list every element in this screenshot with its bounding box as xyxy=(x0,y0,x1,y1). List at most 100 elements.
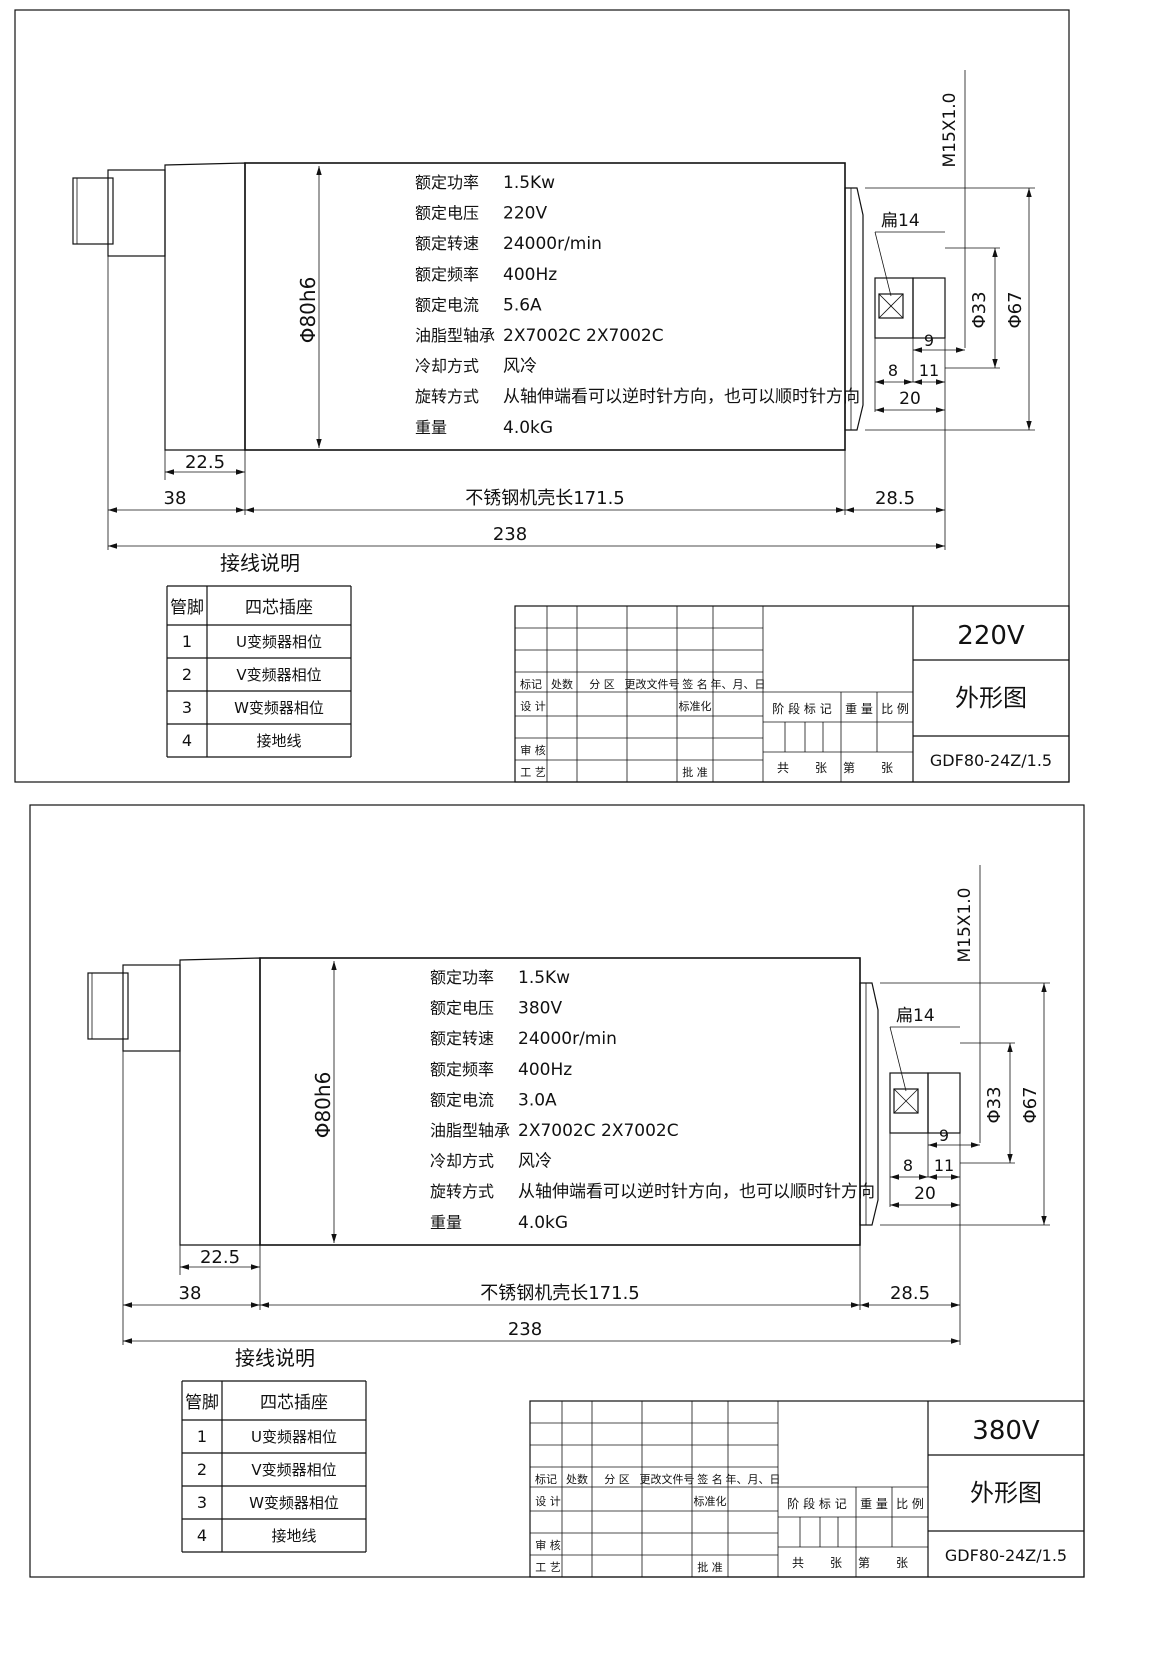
connector-plug xyxy=(87,972,129,1040)
tb-no: 第 xyxy=(858,1556,870,1570)
tb-change-doc: 更改文件号 xyxy=(625,677,680,691)
tb-weight: 重 量 xyxy=(860,1497,888,1511)
title-block xyxy=(529,1400,1085,1578)
flat-symbol xyxy=(878,293,904,319)
spec-label: 旋转方式 xyxy=(430,1182,494,1201)
spec-label: 额定电流 xyxy=(415,295,479,314)
wiring-pin: 1 xyxy=(182,632,192,651)
tb-process: 工 艺 xyxy=(535,1561,561,1574)
shaft-flat-section xyxy=(889,1072,929,1134)
spec-value: 380V xyxy=(518,999,562,1019)
wiring-header-pin: 管脚 xyxy=(170,598,204,618)
spec-label: 额定功率 xyxy=(415,173,479,192)
tb-scale: 比 例 xyxy=(896,1497,924,1511)
spec-value: 4.0kG xyxy=(503,418,553,438)
tb-review: 审 核 xyxy=(520,743,546,757)
dim-label-22-5: 22.5 xyxy=(185,452,225,473)
dim-label-28-5: 28.5 xyxy=(875,488,915,509)
dim-label-phi33: Φ33 xyxy=(969,291,990,328)
tb-no: 第 xyxy=(843,761,855,775)
tb-sheet-unit: 张 xyxy=(881,761,893,775)
connector-plug xyxy=(72,177,114,245)
tb-stage: 阶 段 标 记 xyxy=(787,1496,846,1511)
tb-voltage: 220V xyxy=(957,621,1025,651)
wiring-desc: 接地线 xyxy=(271,1527,316,1545)
dim-label-238: 238 xyxy=(508,1319,542,1340)
shaft-nose xyxy=(912,277,946,339)
spec-label: 额定转速 xyxy=(415,234,479,253)
wiring-desc: V变频器相位 xyxy=(236,666,321,684)
tb-sheets-unit: 张 xyxy=(830,1556,842,1570)
dim-label-phi67: Φ67 xyxy=(1005,291,1026,328)
spec-label: 额定频率 xyxy=(430,1060,494,1079)
spec-label: 冷却方式 xyxy=(430,1152,494,1171)
tb-count: 处数 xyxy=(551,678,573,691)
front-cap xyxy=(844,187,864,431)
dim-label-38: 38 xyxy=(179,1283,202,1304)
tb-marker: 标记 xyxy=(535,1472,557,1486)
dim-label-shell: 不锈钢机壳长171.5 xyxy=(465,488,625,509)
tb-approve: 批 准 xyxy=(697,1560,723,1574)
spec-label: 油脂型轴承 xyxy=(430,1121,510,1140)
tb-zone: 分 区 xyxy=(589,678,615,691)
spec-label: 额定电压 xyxy=(430,999,494,1018)
flat-symbol-cross xyxy=(893,1088,919,1114)
dim-label-22-5: 22.5 xyxy=(200,1247,240,1268)
tb-change-doc: 更改文件号 xyxy=(640,1472,695,1486)
spec-value: 2X7002C 2X7002C xyxy=(518,1121,679,1141)
connector-base xyxy=(122,964,181,1052)
dim-label-38: 38 xyxy=(164,488,187,509)
wiring-pin: 3 xyxy=(197,1493,207,1512)
dim-label-238: 238 xyxy=(493,524,527,545)
dim-label-28-5: 28.5 xyxy=(890,1283,930,1304)
dim-label-9: 9 xyxy=(924,331,934,350)
spec-value: 风冷 xyxy=(503,357,537,377)
tb-drawing-name: 外形图 xyxy=(970,1479,1042,1507)
wiring-pin: 4 xyxy=(182,731,192,750)
tb-weight: 重 量 xyxy=(845,702,873,716)
dim-label-9: 9 xyxy=(939,1126,949,1145)
spec-value: 400Hz xyxy=(503,265,557,285)
wiring-desc: V变频器相位 xyxy=(251,1461,336,1479)
dim-label-phi33: Φ33 xyxy=(984,1086,1005,1123)
flat-leader-arrow xyxy=(889,1026,907,1092)
tb-scale: 比 例 xyxy=(881,702,909,716)
spec-label: 额定电压 xyxy=(415,204,479,223)
tb-design: 设 计 xyxy=(520,700,546,713)
tb-model: GDF80-24Z/1.5 xyxy=(930,751,1052,770)
spec-value: 从轴伸端看可以逆时针方向，也可以顺时针方向 xyxy=(518,1182,875,1202)
wiring-title: 接线说明 xyxy=(220,551,300,575)
dim-label-flat: 扁14 xyxy=(896,1006,935,1026)
dim-label-flat: 扁14 xyxy=(881,211,920,231)
flat-symbol-cross xyxy=(878,293,904,319)
spec-value: 24000r/min xyxy=(503,234,602,254)
tb-drawing-name: 外形图 xyxy=(955,684,1027,712)
tb-review: 审 核 xyxy=(535,1538,561,1552)
spec-value: 4.0kG xyxy=(518,1213,568,1233)
wiring-pin: 3 xyxy=(182,698,192,717)
dim-label-shell: 不锈钢机壳长171.5 xyxy=(480,1283,640,1304)
tb-zone: 分 区 xyxy=(604,1473,630,1486)
wiring-header-pin: 管脚 xyxy=(185,1393,219,1413)
spec-label: 冷却方式 xyxy=(415,357,479,376)
tb-design: 设 计 xyxy=(535,1495,561,1508)
tb-sheet-unit: 张 xyxy=(896,1556,908,1570)
spec-value: 1.5Kw xyxy=(518,968,570,988)
flat-symbol xyxy=(893,1088,919,1114)
wiring-pin: 2 xyxy=(182,665,192,684)
wiring-pin: 1 xyxy=(197,1427,207,1446)
tb-sign: 签 名 xyxy=(682,677,708,691)
wiring-desc: U变频器相位 xyxy=(251,1428,337,1446)
connector-base xyxy=(107,169,166,257)
dim-label-8: 8 xyxy=(903,1156,913,1175)
wiring-desc: W变频器相位 xyxy=(249,1494,339,1512)
title-block xyxy=(514,605,1070,783)
wiring-header-socket: 四芯插座 xyxy=(260,1393,328,1413)
rear-cap xyxy=(179,957,261,1246)
spec-label: 额定功率 xyxy=(430,968,494,987)
shaft-nose xyxy=(927,1072,961,1134)
tb-date: 年、月、日 xyxy=(726,1472,781,1486)
